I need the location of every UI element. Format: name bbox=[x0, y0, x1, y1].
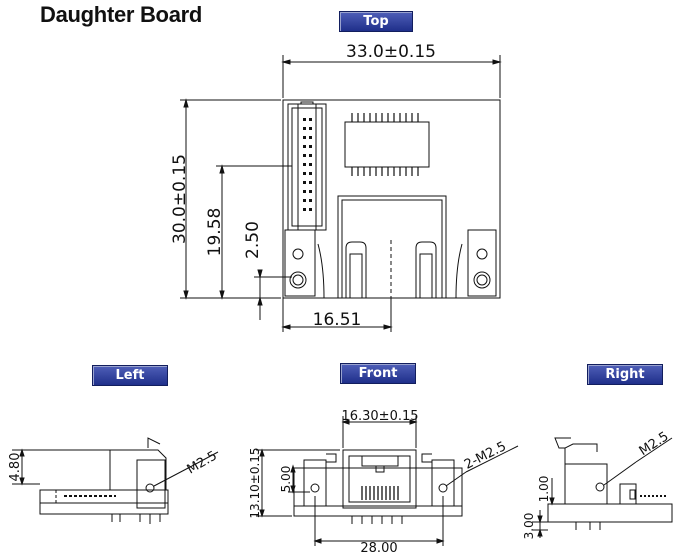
dim-1958: 19.58 bbox=[205, 208, 225, 257]
view-label-top: Top bbox=[339, 11, 413, 32]
dim-front-holes: 2-M2.5 bbox=[462, 439, 509, 473]
dim-front-height: 13.10±0.15 bbox=[248, 447, 262, 518]
dim-250: 2.50 bbox=[243, 221, 263, 259]
dim-top-width: 33.0±0.15 bbox=[346, 42, 436, 62]
rj45-jack bbox=[337, 195, 447, 299]
dim-front-1630: 16.30±0.15 bbox=[341, 409, 418, 424]
dim-left-480: 4.80 bbox=[8, 453, 23, 482]
view-label-front: Front bbox=[340, 363, 416, 384]
dim-top-height: 30.0±0.15 bbox=[170, 154, 190, 244]
page-title: Daughter Board bbox=[40, 2, 203, 27]
left-view bbox=[12, 437, 219, 524]
ic-chip bbox=[344, 121, 430, 168]
dim-right-hole: M2.5 bbox=[637, 429, 672, 459]
mount-tab-left bbox=[284, 229, 316, 297]
top-view bbox=[180, 55, 502, 332]
view-label-right: Right bbox=[587, 364, 663, 385]
front-rj45 bbox=[342, 449, 417, 509]
dim-front-500: 5.00 bbox=[279, 466, 293, 493]
dim-1651: 16.51 bbox=[313, 310, 362, 330]
pin-header bbox=[287, 103, 327, 231]
view-label-left: Left bbox=[92, 365, 168, 386]
right-view bbox=[532, 437, 673, 538]
left-board bbox=[39, 489, 169, 515]
dim-left-hole: M2.5 bbox=[185, 449, 220, 478]
dim-front-bottom: 28.00 bbox=[360, 541, 397, 552]
dim-right-300: 3.00 bbox=[522, 513, 536, 540]
right-board bbox=[547, 503, 673, 523]
front-view bbox=[256, 416, 519, 546]
dim-right-100: 1.00 bbox=[537, 476, 551, 503]
mount-tab-right bbox=[467, 229, 497, 297]
